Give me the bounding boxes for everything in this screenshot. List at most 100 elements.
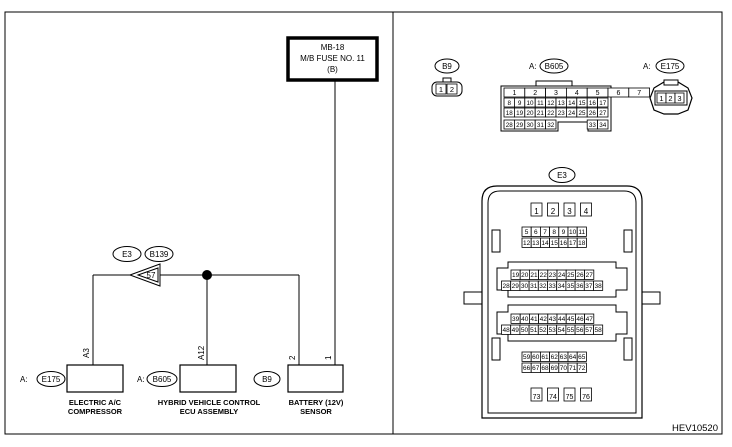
b605-pin-4: 4: [575, 90, 579, 97]
e3-pin-7: 7: [543, 229, 547, 236]
e3-pin-58-box: [593, 324, 604, 335]
e3-pin-18: 18: [578, 240, 586, 247]
b605-pin-5: 5: [596, 90, 600, 97]
splice-connector1-label: E3: [122, 250, 132, 259]
fuse-box: MB-18 M/B FUSE NO. 11 (B): [286, 36, 379, 82]
b605-pin-14: 14: [568, 100, 576, 107]
ecu-name-line2: ECU ASSEMBLY: [180, 407, 239, 416]
e3-pin-73-box: [530, 387, 543, 402]
b605-pin-3: 3: [554, 90, 558, 97]
ecu-connector-label: B605: [153, 375, 172, 384]
e3-pin-17: 17: [569, 240, 577, 247]
connector-b9-pin-1: 1: [439, 85, 443, 94]
connector-b9-pin-2: 2: [450, 85, 454, 94]
splice-pin: 57: [147, 271, 156, 280]
connector-e175: A: E175 1 2 3: [643, 58, 693, 115]
e3-pin-37: 37: [585, 283, 593, 290]
b605-pin-12: 12: [547, 100, 555, 107]
b605-pin-17: 17: [599, 100, 607, 107]
e3-pin-32: 32: [539, 283, 547, 290]
e3-pin-47: 47: [586, 316, 594, 323]
b605-pin-27-box: [597, 107, 609, 118]
e3-pin-48: 48: [502, 327, 510, 334]
b605-pin-7-box: [628, 87, 650, 98]
b605-pin-24: 24: [568, 110, 576, 117]
e3-pin-3: 3: [567, 207, 572, 216]
connector-e175-pin-1: 1: [659, 94, 663, 103]
e3-pin-49: 49: [512, 327, 520, 334]
b605-pin-32: 32: [547, 122, 555, 129]
junction-dot: [202, 270, 212, 280]
e3-pin-35: 35: [567, 283, 575, 290]
b605-pin-31: 31: [537, 122, 545, 129]
e3-pin-29: 29: [512, 283, 520, 290]
e3-pin-4: 4: [584, 207, 589, 216]
b605-pin-15: 15: [578, 100, 586, 107]
connector-b9: B9 1 2: [431, 58, 463, 97]
e3-pin-12: 12: [523, 240, 531, 247]
ecu-name-line1: HYBRID VEHICLE CONTROL: [158, 398, 261, 407]
battery-sensor-name-line2: SENSOR: [300, 407, 332, 416]
e3-pin-59: 59: [523, 354, 531, 361]
battery-sensor-pin-left: 2: [288, 355, 297, 360]
e3-pin-71: 71: [569, 365, 577, 372]
b605-pin-26: 26: [589, 110, 597, 117]
b605-pin-28: 28: [506, 122, 514, 129]
b605-pin-9: 9: [518, 100, 522, 107]
e3-pin-5: 5: [525, 229, 529, 236]
battery-sensor-pin-right: 1: [324, 355, 333, 360]
ecu-component: A12 A: B605 HYBRID VEHICLE CONTROL ECU A…: [137, 345, 261, 416]
connector-b605-prefix: A:: [529, 62, 537, 71]
ecu-connector-prefix: A:: [137, 375, 145, 384]
e3-pin-68: 68: [541, 365, 549, 372]
e3-pin-43: 43: [549, 316, 557, 323]
wires: [92, 80, 336, 365]
e3-pin-39: 39: [512, 316, 520, 323]
b605-pin-23: 23: [558, 110, 566, 117]
e3-pin-15: 15: [551, 240, 559, 247]
e3-pin-76: 76: [582, 394, 590, 401]
e3-pin-38-box: [593, 280, 604, 291]
e3-pin-31: 31: [530, 283, 538, 290]
compressor-connector-prefix: A:: [20, 375, 28, 384]
e3-pin-27-box: [584, 269, 595, 280]
e3-pin-72-box: [576, 362, 587, 373]
e3-pin-28: 28: [502, 283, 510, 290]
e3-pin-2-box: [547, 202, 559, 217]
e3-pin-69: 69: [551, 365, 559, 372]
e3-pin-33: 33: [548, 283, 556, 290]
connector-b9-label: B9: [442, 62, 452, 71]
ecu-pin: A12: [197, 345, 206, 360]
e3-pin-57: 57: [585, 327, 593, 334]
e3-pin-74-box: [547, 387, 559, 402]
b605-pin-21: 21: [537, 110, 545, 117]
battery-sensor-name-line1: BATTERY (12V): [289, 398, 344, 407]
b605-pin-6: 6: [616, 90, 620, 97]
e3-pin-24: 24: [558, 272, 566, 279]
b605-pin-22: 22: [547, 110, 555, 117]
e3-pin-11-box: [576, 226, 587, 237]
e3-pin-73: 73: [533, 394, 541, 401]
splice-connector2-label: B139: [150, 250, 169, 259]
b605-pin-1: 1: [512, 90, 516, 97]
e3-pin-53: 53: [548, 327, 556, 334]
e3-pin-46: 46: [576, 316, 584, 323]
b605-pin-19: 19: [516, 110, 524, 117]
e3-pin-47-box: [584, 313, 595, 324]
b605-pin-13: 13: [558, 100, 566, 107]
e3-pin-2: 2: [551, 207, 556, 216]
e3-pin-76-box: [580, 387, 592, 402]
b605-pin-7: 7: [637, 90, 641, 97]
e3-pin-14: 14: [541, 240, 549, 247]
fuse-box-line1: MB-18: [321, 43, 345, 52]
b605-pin-30: 30: [526, 122, 534, 129]
connector-e175-prefix: A:: [643, 62, 651, 71]
b605-pin-29: 29: [516, 122, 524, 129]
e3-pin-10: 10: [569, 229, 577, 236]
fuse-box-line2: M/B FUSE NO. 11: [300, 54, 365, 63]
b605-pin-25: 25: [578, 110, 586, 117]
e3-pin-42: 42: [540, 316, 548, 323]
